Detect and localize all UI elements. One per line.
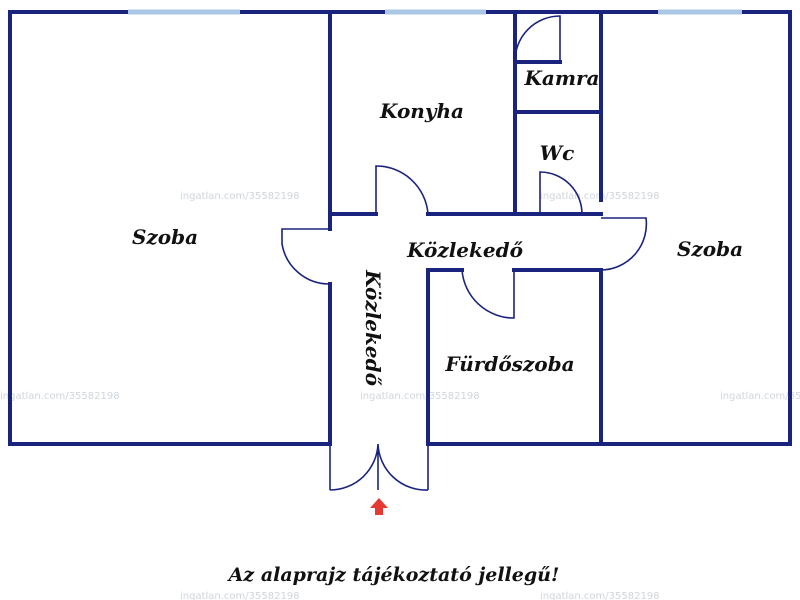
door-szoba-left bbox=[281, 228, 331, 285]
outer-walls bbox=[8, 10, 792, 446]
room-label-szoba-left: Szoba bbox=[132, 225, 198, 249]
watermark-text: ingatlan.com/35582198 bbox=[180, 591, 300, 600]
door-wc bbox=[539, 171, 583, 215]
room-label-konyha: Konyha bbox=[379, 99, 464, 123]
watermark-text: ingatlan.com/35582198 bbox=[540, 591, 660, 600]
disclaimer-caption: Az alaprajz tájékoztató jellegű! bbox=[227, 564, 560, 586]
room-label-kamra: Kamra bbox=[524, 66, 600, 90]
door-konyha bbox=[375, 165, 429, 215]
room-label-wc: Wc bbox=[540, 141, 575, 165]
room-label-kozlekedo-horizontal: Közlekedő bbox=[406, 238, 524, 262]
watermark-text: ingatlan.com/35582198 bbox=[180, 191, 300, 202]
door-kamra bbox=[514, 15, 561, 63]
room-label-szoba-right: Szoba bbox=[677, 237, 743, 261]
door-szoba-right bbox=[600, 217, 648, 271]
doors bbox=[281, 15, 648, 491]
door-entrance bbox=[329, 443, 429, 491]
entry-arrow-icon bbox=[370, 498, 388, 515]
room-label-kozlekedo-vertical: Közlekedő bbox=[361, 269, 385, 387]
room-label-furdoszoba: Fürdőszoba bbox=[444, 352, 574, 376]
watermark-text: ingatlan.com/35582198 bbox=[360, 391, 480, 402]
door-furdoszoba bbox=[461, 269, 515, 319]
corridor-lines bbox=[329, 444, 429, 490]
watermark-text: ingatlan.com/35582198 bbox=[720, 391, 800, 402]
watermark-text: ingatlan.com/35582198 bbox=[0, 391, 120, 402]
